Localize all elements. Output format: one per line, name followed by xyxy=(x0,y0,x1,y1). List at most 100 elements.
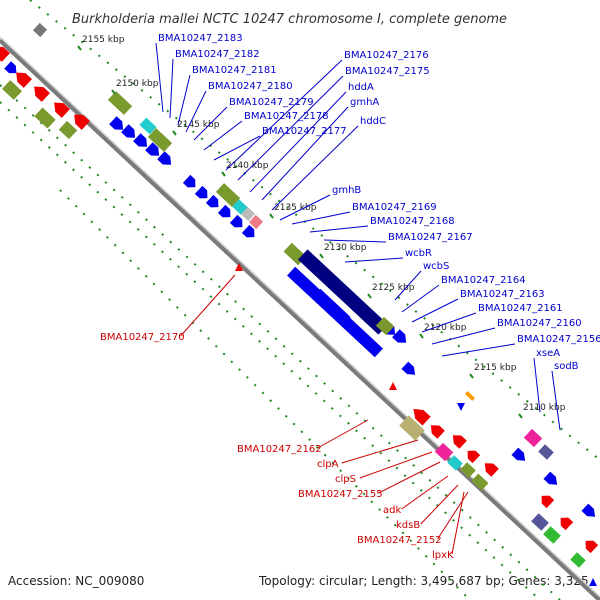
blue-leader-line xyxy=(421,312,477,333)
reverse-gene-e xyxy=(484,463,499,477)
olive-gene-top-2 xyxy=(58,120,78,140)
reverse-gene-top-3 xyxy=(34,86,50,102)
gene-label-reverse: clpA xyxy=(317,459,339,470)
slate-gene-1 xyxy=(538,444,554,460)
blue-leader-line xyxy=(291,211,351,225)
tick-mark xyxy=(319,253,324,259)
blue-leader-line xyxy=(411,298,459,323)
gene-label-forward: gmhB xyxy=(332,185,361,196)
forward-gene-1 xyxy=(109,116,124,130)
forward-gene-8 xyxy=(205,194,219,208)
tick-label: 2135 kbp xyxy=(274,203,317,213)
gene-label-forward: BMA10247_2178 xyxy=(244,111,329,122)
blue-leader-line xyxy=(237,75,344,181)
gene-label-forward: hddC xyxy=(360,116,386,127)
blue-leader-line xyxy=(533,357,541,413)
blue-leader-line xyxy=(185,90,207,133)
blue-leader-line xyxy=(213,135,261,161)
forward-gene-11 xyxy=(241,224,255,238)
gene-label-forward: BMA10247_2175 xyxy=(345,66,430,77)
forward-marker-2 xyxy=(589,578,597,586)
gene-label-forward: BMA10247_2183 xyxy=(158,33,243,44)
blue-leader-line xyxy=(394,270,422,301)
reverse-gene-g xyxy=(560,517,574,531)
gene-label-reverse: adk xyxy=(383,505,401,516)
tick-label: 2120 kbp xyxy=(424,323,467,333)
reverse-gene-b xyxy=(430,425,445,439)
tick-mark xyxy=(269,213,274,219)
red-leader-line xyxy=(359,451,433,479)
blue-leader-line xyxy=(261,106,349,201)
reverse-gene-top-4 xyxy=(54,102,70,118)
tick-label: 2145 kbp xyxy=(177,120,220,130)
red-leader-line xyxy=(378,461,441,494)
blue-leader-line xyxy=(431,327,496,345)
tick-mark xyxy=(469,373,474,379)
gene-label-reverse: clpS xyxy=(335,474,356,485)
forward-gene-edge xyxy=(4,61,17,74)
tick-label: 2130 kbp xyxy=(324,243,367,253)
reverse-gene-top-1 xyxy=(0,46,10,62)
olive-gene-1 xyxy=(107,91,133,115)
green-gene-2 xyxy=(570,552,586,568)
gene-label-forward: BMA10247_2176 xyxy=(344,50,429,61)
magenta-gene-2 xyxy=(523,428,543,448)
reverse-gene-top-5 xyxy=(74,114,90,130)
pink-gene-1 xyxy=(248,214,264,230)
gene-label-forward: hddA xyxy=(348,82,374,93)
gene-label-forward: BMA10247_2179 xyxy=(229,97,314,108)
forward-gene-far-4 xyxy=(581,503,596,517)
reverse-gene-h xyxy=(585,540,599,554)
gene-label-forward: BMA10247_2180 xyxy=(208,81,293,92)
gene-label-forward: BMA10247_2169 xyxy=(352,202,437,213)
forward-gene-far-2 xyxy=(511,447,526,461)
red-leader-line xyxy=(437,491,469,540)
orange-gene-1 xyxy=(464,391,476,401)
gene-label-forward: BMA10247_2182 xyxy=(175,49,260,60)
cyan-gene-3 xyxy=(447,455,463,471)
gene-label-reverse: BMA10247_2170 xyxy=(100,332,185,343)
forward-gene-far-1 xyxy=(401,361,416,375)
tick-mark xyxy=(367,293,372,299)
grey-gene-1 xyxy=(240,206,256,222)
blue-leader-line xyxy=(401,284,440,313)
blue-leader-line xyxy=(249,91,347,193)
forward-gene-4 xyxy=(145,142,160,156)
gene-label-forward: BMA10247_2164 xyxy=(441,275,526,286)
gene-label-reverse: BMA10247_2155 xyxy=(298,489,383,500)
blue-leader-line xyxy=(155,42,164,113)
olive-gene-3 xyxy=(215,183,241,207)
cyan-gene-2 xyxy=(232,199,248,215)
gene-label-forward: BMA10247_2163 xyxy=(460,289,545,300)
reverse-gene-a xyxy=(413,408,431,426)
forward-gene-far-3 xyxy=(543,471,558,485)
gene-label-reverse: kdsB xyxy=(396,520,420,531)
mid-dotted-axis xyxy=(0,84,561,600)
tick-mark xyxy=(419,333,424,339)
red-leader-line xyxy=(180,274,236,337)
green-gene-1 xyxy=(543,526,561,544)
blue-leader-line xyxy=(169,58,174,119)
gene-label-forward: BMA10247_2168 xyxy=(370,216,455,227)
tick-label: 2155 kbp xyxy=(82,35,125,45)
blue-leader-line xyxy=(193,106,228,141)
tick-label: 2115 kbp xyxy=(474,363,517,373)
inner-dotted-axis xyxy=(0,101,541,600)
olive-gene-top xyxy=(34,107,56,129)
gene-label-forward: sodB xyxy=(554,361,579,372)
forward-gene-2 xyxy=(121,124,136,138)
magenta-gene-1 xyxy=(434,442,454,462)
cyan-gene-1 xyxy=(139,117,157,135)
tick-mark xyxy=(518,413,523,419)
forward-marker-1 xyxy=(457,403,465,411)
forward-gene-long xyxy=(287,266,383,358)
red-leader-line xyxy=(451,491,465,555)
reverse-gene-c xyxy=(452,435,467,449)
tick-label: 2140 kbp xyxy=(226,161,269,171)
tick-mark xyxy=(111,89,116,95)
blue-leader-line xyxy=(271,125,359,211)
reverse-gene-top-2 xyxy=(16,72,32,88)
red-leader-line xyxy=(317,419,369,449)
gene-label-reverse: lpxK xyxy=(432,550,454,561)
forward-gene-7 xyxy=(194,185,208,199)
